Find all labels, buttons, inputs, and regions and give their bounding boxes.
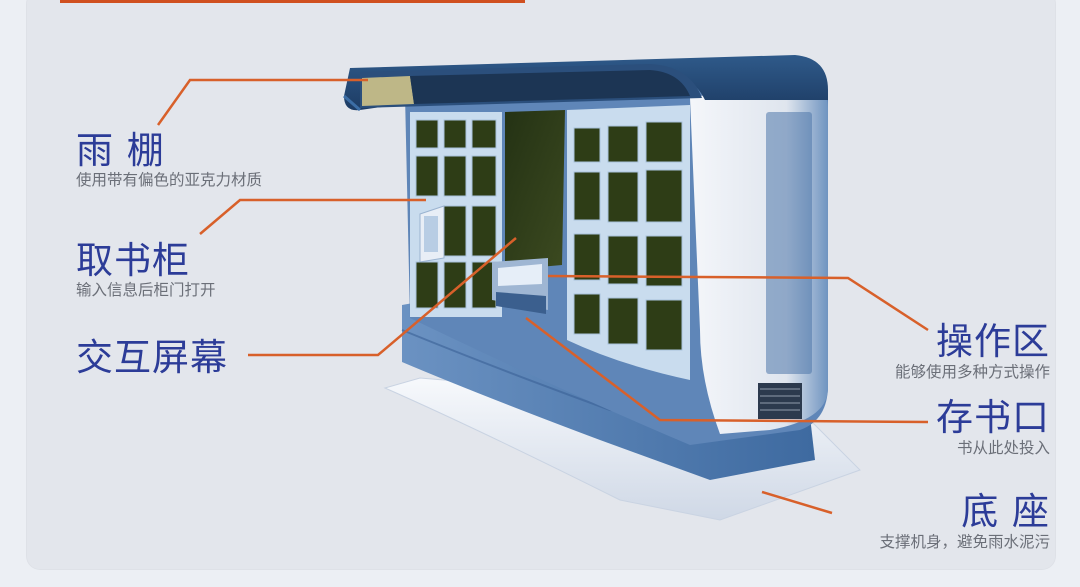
- label-pickup-cabinet: 取书柜 输入信息后柜门打开: [76, 241, 216, 300]
- label-base: 底 座 支撑机身，避免雨水泥污: [879, 492, 1050, 552]
- canopy-title: 雨 棚: [76, 129, 165, 172]
- leader-canopy: [156, 78, 368, 126]
- base-title: 底 座: [961, 490, 1050, 533]
- operation-console: [492, 258, 548, 314]
- return-slot-subtitle: 书从此处投入: [956, 439, 1050, 457]
- pickup-cabinet-subtitle: 输入信息后柜门打开: [76, 281, 216, 299]
- label-return-slot: 存书口 书从此处投入: [936, 398, 1050, 458]
- leader-pickup-cabinet: [199, 198, 426, 235]
- canopy: [343, 55, 828, 112]
- label-touch-screen: 交互屏幕: [76, 338, 228, 378]
- operation-area-subtitle: 能够使用多种方式操作: [894, 363, 1050, 381]
- leader-operation-area: [547, 274, 929, 332]
- base-subtitle: 支撑机身，避免雨水泥污: [879, 533, 1050, 551]
- label-operation-area: 操作区 能够使用多种方式操作: [895, 322, 1050, 382]
- side-recess: [766, 112, 812, 374]
- leader-return-slot: [525, 317, 929, 424]
- leader-base: [761, 490, 833, 515]
- pickup-cabinet-title: 取书柜: [76, 239, 190, 282]
- touch-screen-title: 交互屏幕: [76, 336, 228, 379]
- leader-touch-screen: [248, 237, 517, 357]
- operation-area-title: 操作区: [936, 320, 1050, 363]
- leader-lines: [156, 78, 929, 515]
- canopy-subtitle: 使用带有偏色的亚克力材质: [76, 171, 263, 189]
- vent-grille: [758, 383, 802, 419]
- top-accent-bar: [60, 0, 525, 3]
- return-slot-title: 存书口: [936, 396, 1050, 439]
- label-canopy: 雨 棚 使用带有偏色的亚克力材质: [76, 131, 262, 190]
- touch-screen-panel: [505, 110, 565, 270]
